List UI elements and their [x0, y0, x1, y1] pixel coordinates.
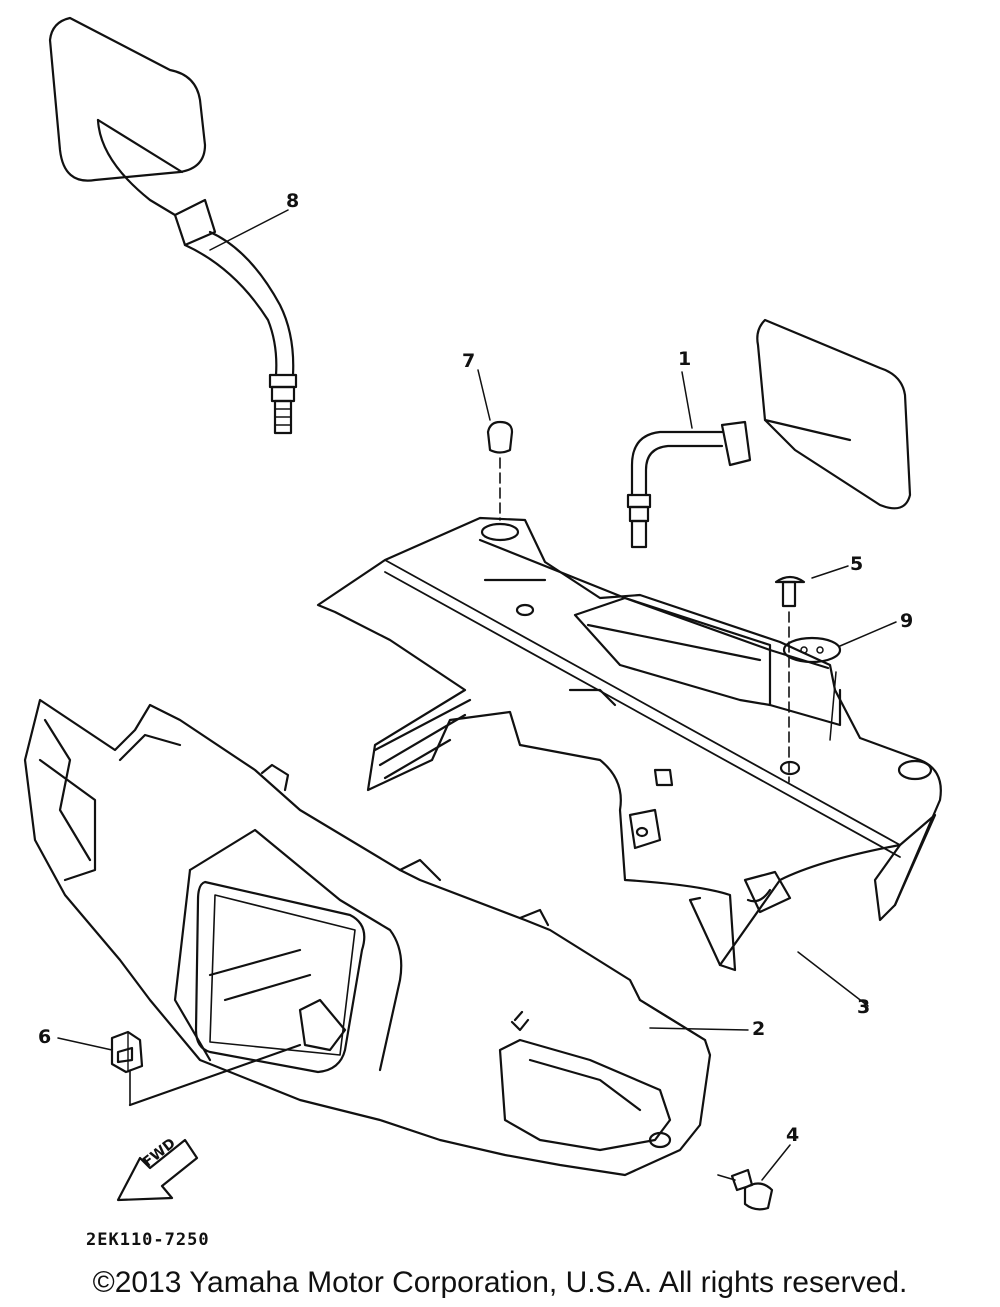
callout-7: 7	[462, 350, 476, 372]
leader-lines	[57, 209, 897, 1181]
callout-4: 4	[786, 1124, 800, 1146]
bolt-part-4	[717, 1168, 774, 1211]
callout-9: 9	[900, 610, 914, 632]
diagram-reference-code: 2EK110-7250	[86, 1230, 210, 1250]
callout-8: 8	[286, 190, 300, 212]
washer-part-9	[782, 636, 842, 664]
callout-1: 1	[678, 348, 692, 370]
front-cowl-part-2	[23, 698, 712, 1177]
cap-part-7	[486, 420, 514, 521]
callout-2: 2	[752, 1018, 766, 1040]
inner-cover-part-3	[316, 516, 942, 972]
forward-arrow-icon	[116, 1138, 199, 1202]
callout-5: 5	[850, 553, 864, 575]
left-mirror-part-8	[48, 16, 298, 435]
clip-nut-part-6	[110, 1030, 144, 1074]
callout-6: 6	[38, 1026, 52, 1048]
right-mirror-part-1	[626, 318, 912, 549]
copyright-notice: ©2013 Yamaha Motor Corporation, U.S.A. A…	[92, 1266, 908, 1299]
screw-part-5	[774, 575, 806, 783]
callout-3: 3	[857, 996, 871, 1018]
